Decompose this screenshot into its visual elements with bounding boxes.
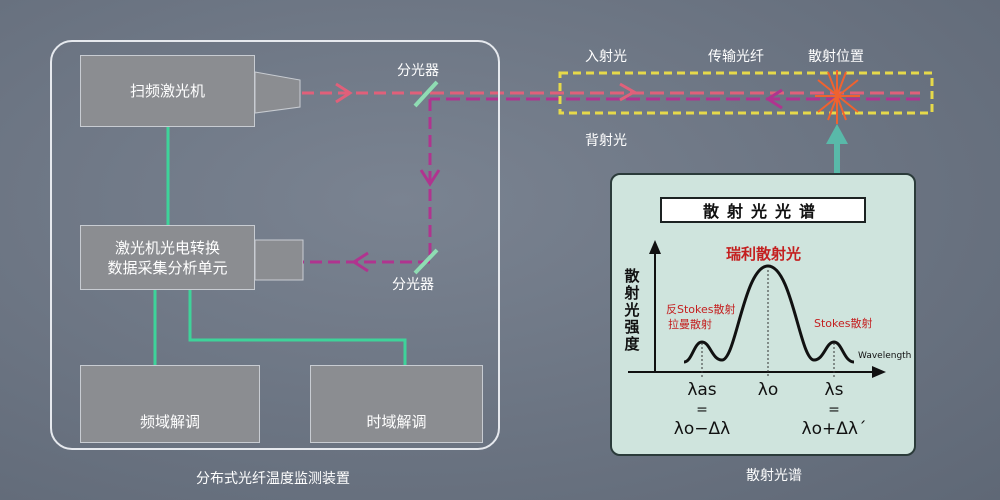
processing-unit-label-line2: 数据采集分析单元 [107, 258, 228, 277]
swept-laser-box: 扫频激光机 [80, 55, 255, 127]
processing-unit-label-line1: 激光机光电转换 [114, 238, 220, 257]
time-demod-label: 时域解调 [366, 413, 427, 431]
arrow-return-fiber [765, 88, 783, 110]
spectrum-link-arrow [826, 124, 848, 174]
incident-light-label: 入射光 [585, 49, 627, 65]
scatter-position-label: 散射位置 [808, 49, 864, 65]
laser-nozzle [254, 71, 301, 114]
y-label-char-3: 光 [624, 301, 640, 319]
wavelength-axis-label: Wavelength [858, 351, 912, 361]
antistokes-label-line1: 反Stokes散射 [666, 303, 736, 316]
processing-unit-box: 激光机光电转换 数据采集分析单元 [80, 225, 255, 290]
stokes-label: Stokes散射 [814, 317, 873, 330]
spectrum-y-label: 散 射 光 强 度 [622, 268, 642, 353]
spectrum-y-axis-arrow [649, 240, 661, 254]
splitter-top-mirror [413, 80, 439, 108]
spectrum-curve [683, 264, 855, 364]
backscatter-label: 背射光 [585, 133, 627, 149]
spectrum-caption: 散射光谱 [746, 468, 802, 484]
freq-demod-label: 频域解调 [139, 413, 200, 431]
lambda-as-equals: = [696, 402, 708, 418]
lambda-s-label: λs [824, 380, 844, 400]
arrow-return-down [419, 169, 441, 187]
arrow-incident-1 [335, 82, 353, 104]
scatter-burst-icon [815, 70, 860, 124]
lambda-as-label: λas [687, 380, 717, 400]
splitter-top-label: 分光器 [397, 63, 439, 79]
y-label-char-4: 强 [624, 318, 640, 336]
antistokes-label-line2: 拉曼散射 [668, 318, 712, 331]
transmission-fiber-label: 传输光纤 [708, 49, 764, 65]
spectrum-x-axis-arrow [872, 366, 886, 378]
detector-port [254, 239, 304, 281]
time-demod-box: 时域解调 [310, 365, 483, 443]
lambda-as-expression: λo−Δλ [673, 419, 731, 439]
y-label-char-1: 散 [624, 267, 640, 285]
splitter-bottom-label: 分光器 [392, 277, 434, 293]
swept-laser-label: 扫频激光机 [129, 82, 205, 100]
rayleigh-label: 瑞利散射光 [726, 245, 802, 263]
lambda-s-expression: λo+Δλ´ [801, 419, 867, 439]
green-connectors [153, 127, 407, 366]
device-panel [50, 40, 500, 450]
y-label-char-5: 度 [624, 335, 640, 353]
lambda-o-label: λo [757, 380, 779, 400]
spectrum-title: 散射光光谱 [660, 197, 866, 223]
y-label-char-2: 射 [624, 284, 640, 302]
lambda-s-equals: = [828, 402, 840, 418]
fiber-section-box [558, 71, 934, 115]
freq-demod-box: 频域解调 [80, 365, 260, 443]
arrow-return-left [351, 251, 369, 273]
splitter-bottom-mirror [413, 248, 439, 275]
arrow-incident-2 [619, 82, 638, 102]
device-caption: 分布式光纤温度监测装置 [196, 471, 350, 487]
